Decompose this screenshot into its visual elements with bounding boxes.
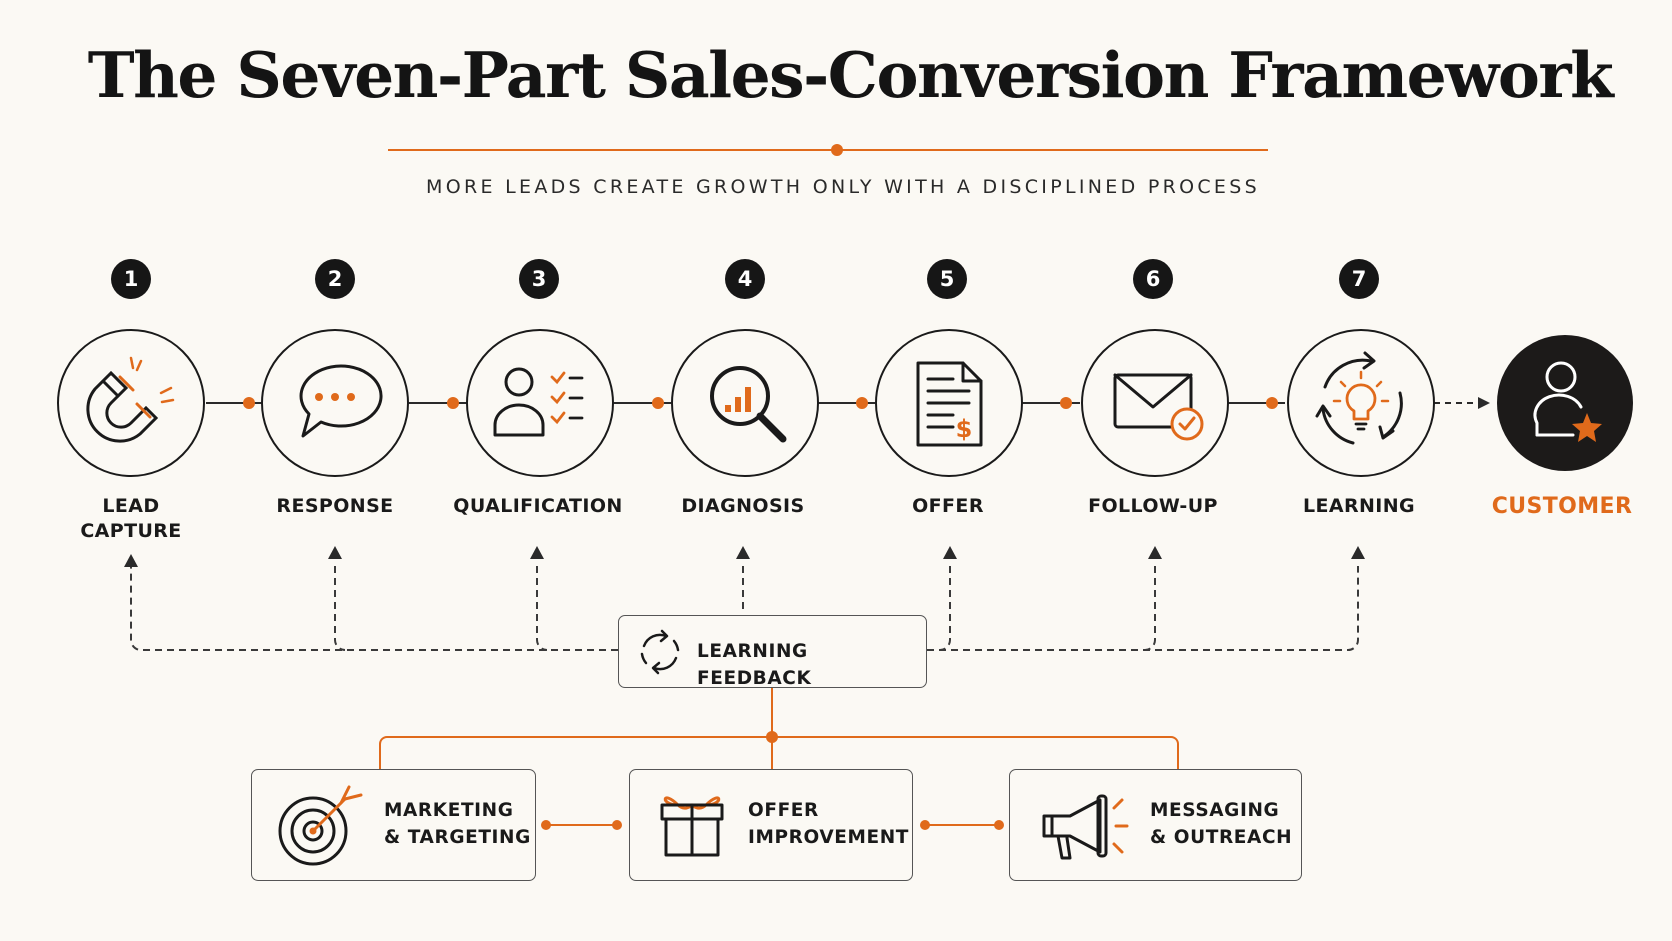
magnifier-chart-icon bbox=[710, 366, 787, 443]
step-circles bbox=[57, 329, 1435, 477]
page-title: The Seven-Part Sales-Conversion Framewor… bbox=[87, 38, 1614, 112]
learning-feedback-label: LEARNING FEEDBACK bbox=[697, 641, 812, 689]
marketing-targeting-box: MARKETING & TARGETING bbox=[251, 769, 536, 881]
step-1-label: LEAD CAPTURE bbox=[80, 495, 182, 542]
messaging-outreach-label: MESSAGING & OUTREACH bbox=[1150, 800, 1293, 848]
magnet-icon bbox=[86, 356, 175, 443]
step-3-label: QUALIFICATION bbox=[453, 495, 623, 517]
step-7-number: 7 bbox=[1339, 259, 1379, 299]
marketing-targeting-label: MARKETING & TARGETING bbox=[384, 800, 531, 848]
step-4-number: 4 bbox=[725, 259, 765, 299]
person-checklist-icon bbox=[493, 367, 584, 437]
chat-bubble-icon bbox=[299, 364, 383, 438]
step-4-label: DIAGNOSIS bbox=[681, 495, 805, 517]
step-6-number: 6 bbox=[1133, 259, 1173, 299]
page-subtitle: MORE LEADS CREATE GROWTH ONLY WITH A DIS… bbox=[426, 176, 1260, 198]
document-dollar-icon: $ bbox=[916, 361, 983, 447]
messaging-outreach-box: MESSAGING & OUTREACH bbox=[1009, 769, 1302, 881]
title-divider bbox=[388, 144, 1268, 156]
step-5-number: 5 bbox=[927, 259, 967, 299]
refresh-cycle-icon bbox=[640, 629, 680, 675]
step-2-number: 2 bbox=[315, 259, 355, 299]
offer-improvement-label: OFFER IMPROVEMENT bbox=[748, 800, 910, 848]
gift-icon bbox=[660, 796, 724, 857]
step-7-label: LEARNING bbox=[1302, 495, 1416, 517]
megaphone-icon bbox=[1042, 794, 1129, 860]
person-star-icon bbox=[1533, 361, 1602, 442]
step-6-label: FOLLOW-UP bbox=[1088, 495, 1218, 517]
improvement-tree bbox=[379, 688, 1179, 826]
customer-arrowhead bbox=[1478, 397, 1490, 409]
improvement-tree-dots bbox=[541, 731, 1004, 830]
feedback-arrowheads bbox=[124, 546, 1365, 567]
svg-text:$: $ bbox=[956, 415, 973, 443]
learning-feedback-box: LEARNING FEEDBACK bbox=[618, 615, 927, 689]
lightbulb-cycle-icon bbox=[1315, 351, 1403, 445]
envelope-check-icon bbox=[1113, 373, 1204, 441]
customer-label: CUSTOMER bbox=[1491, 494, 1633, 519]
customer-circle bbox=[1497, 335, 1633, 471]
target-arrow-icon bbox=[278, 785, 363, 866]
step-5-label: OFFER bbox=[912, 495, 984, 517]
step-1-number: 1 bbox=[111, 259, 151, 299]
step-2-label: RESPONSE bbox=[276, 495, 394, 517]
feedback-lines bbox=[130, 566, 1359, 651]
flow-connector-dots bbox=[243, 397, 1278, 409]
offer-improvement-box: OFFER IMPROVEMENT bbox=[629, 769, 913, 881]
step-3-number: 3 bbox=[519, 259, 559, 299]
